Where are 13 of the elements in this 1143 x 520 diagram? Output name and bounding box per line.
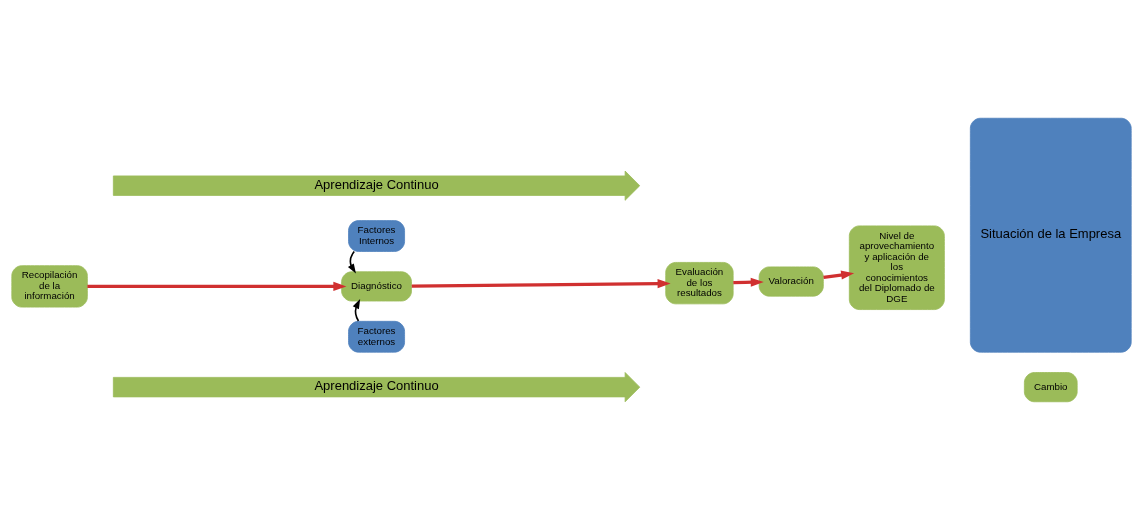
arrow	[733, 277, 764, 287]
arrow	[87, 281, 347, 291]
node-box: Diagnóstico	[341, 271, 412, 302]
node-box: Evaluación de los resultados	[665, 262, 734, 305]
node-box: Cambio	[1023, 372, 1078, 403]
node-box: Nivel de aprovechamiento y aplicación de los conocimientos del Diplomado de DGE	[848, 225, 945, 310]
node-box: Valoración	[758, 266, 824, 297]
node-box: Recopilación de la información	[11, 265, 88, 308]
node-box: Situación de la Empresa	[969, 117, 1132, 353]
node-box: Factores externos	[348, 320, 405, 353]
arrow	[411, 279, 671, 289]
arrow	[823, 270, 855, 280]
node-box: Factores Internos	[348, 220, 405, 252]
